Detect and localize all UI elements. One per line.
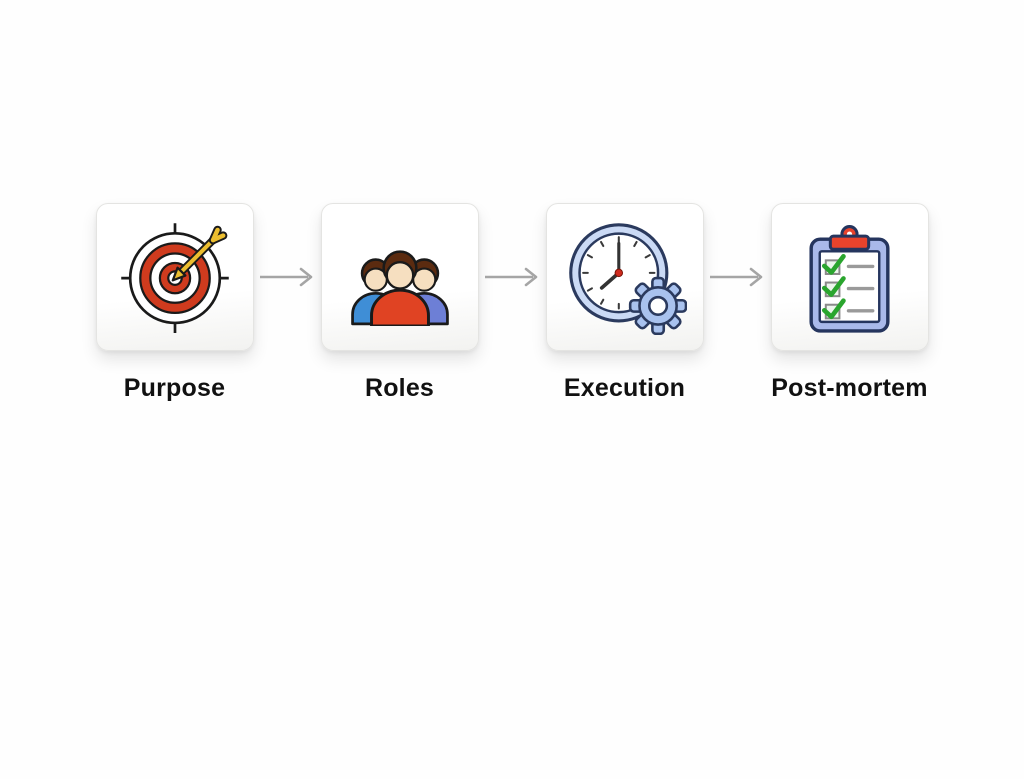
card-roles: [320, 203, 479, 351]
step-purpose: Purpose: [95, 203, 254, 403]
step-roles: Roles: [320, 203, 479, 403]
step-label-purpose: Purpose: [123, 374, 226, 402]
target-icon: [120, 223, 229, 333]
process-flow: Purpose: [0, 203, 1024, 403]
dart-arrow: [171, 225, 227, 282]
arrow-right-icon: [260, 267, 313, 287]
card-purpose: [95, 203, 254, 351]
step-label-execution: Execution: [563, 374, 686, 402]
flow-arrow-3: [704, 265, 771, 289]
step-post-mortem: Post-mortem: [770, 203, 929, 403]
step-execution: Execution: [545, 203, 704, 403]
checklist-clipboard-icon: [809, 224, 890, 333]
team-icon: [350, 249, 449, 326]
checklist-rows: [821, 253, 875, 319]
card-post-mortem: [770, 203, 929, 351]
clip: [828, 224, 871, 251]
clock-gear-icon: [568, 223, 687, 335]
arrow-right-icon: [710, 267, 763, 287]
gear: [628, 276, 687, 335]
person-center: [369, 249, 430, 326]
flow-arrow-2: [479, 265, 546, 289]
arrow-right-icon: [485, 267, 538, 287]
card-execution: [545, 203, 704, 351]
step-label-roles: Roles: [364, 374, 435, 402]
step-label-post-mortem: Post-mortem: [771, 374, 928, 402]
flow-arrow-1: [254, 265, 321, 289]
